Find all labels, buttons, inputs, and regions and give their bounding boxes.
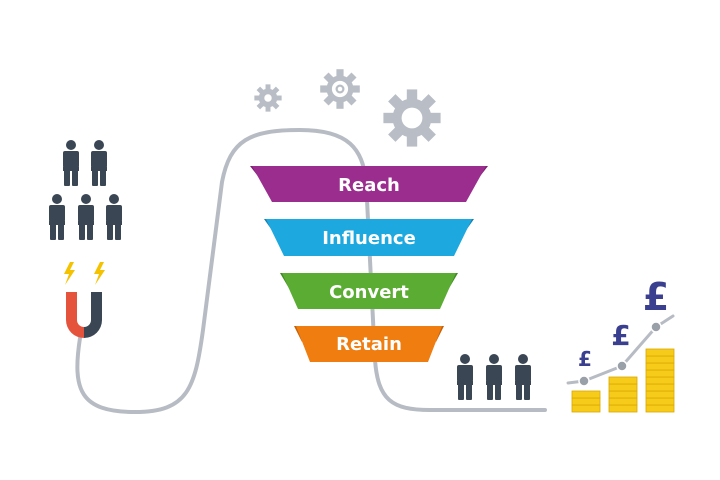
coin-stack-icon xyxy=(571,390,601,413)
pound-symbol: £ xyxy=(611,319,630,352)
person-icon xyxy=(49,194,65,240)
stage-label-convert: Convert xyxy=(329,282,409,303)
gear-icon xyxy=(383,89,441,147)
person-icon xyxy=(78,194,94,240)
pound-symbol: £ xyxy=(643,275,669,319)
coin xyxy=(645,355,675,364)
coin xyxy=(645,404,675,413)
audience-group xyxy=(49,140,122,240)
coin xyxy=(608,404,638,413)
coin xyxy=(645,397,675,406)
coin xyxy=(608,390,638,399)
coin xyxy=(645,362,675,371)
trend-point xyxy=(650,321,662,333)
coin xyxy=(645,348,675,357)
stage-label-retain: Retain xyxy=(336,334,402,355)
coin-stack-icon xyxy=(645,348,675,413)
retained-customers xyxy=(457,354,531,400)
magnet-icon xyxy=(66,292,102,338)
funnel: Reach Influence Convert Retain xyxy=(250,166,488,362)
coin xyxy=(645,376,675,385)
coin xyxy=(571,404,601,413)
coin xyxy=(571,397,601,406)
lightning-icon xyxy=(94,262,105,285)
person-icon xyxy=(106,194,122,240)
lightning-icon xyxy=(64,262,75,285)
person-icon xyxy=(457,354,473,400)
coin xyxy=(608,383,638,392)
coin xyxy=(608,376,638,385)
stage-label-influence: Influence xyxy=(322,228,416,249)
funnel-stage-reach: Reach xyxy=(250,166,488,202)
person-icon xyxy=(515,354,531,400)
person-icon xyxy=(63,140,79,186)
funnel-stage-convert: Convert xyxy=(280,273,458,309)
trend-point xyxy=(616,360,628,372)
funnel-stage-influence: Influence xyxy=(264,219,474,256)
trend-point xyxy=(578,375,590,387)
coin xyxy=(645,390,675,399)
pound-symbol: £ xyxy=(578,347,592,371)
coin xyxy=(645,369,675,378)
coin xyxy=(608,397,638,406)
coin xyxy=(645,383,675,392)
revenue-growth: £ £ £ xyxy=(566,275,675,413)
coin xyxy=(571,390,601,399)
person-icon xyxy=(486,354,502,400)
person-icon xyxy=(91,140,107,186)
gear-icon xyxy=(320,69,360,109)
coin-stack-icon xyxy=(608,376,638,413)
stage-label-reach: Reach xyxy=(338,175,400,196)
funnel-stage-retain: Retain xyxy=(294,326,444,362)
gear-icon xyxy=(254,84,282,112)
flow-path xyxy=(75,127,547,415)
